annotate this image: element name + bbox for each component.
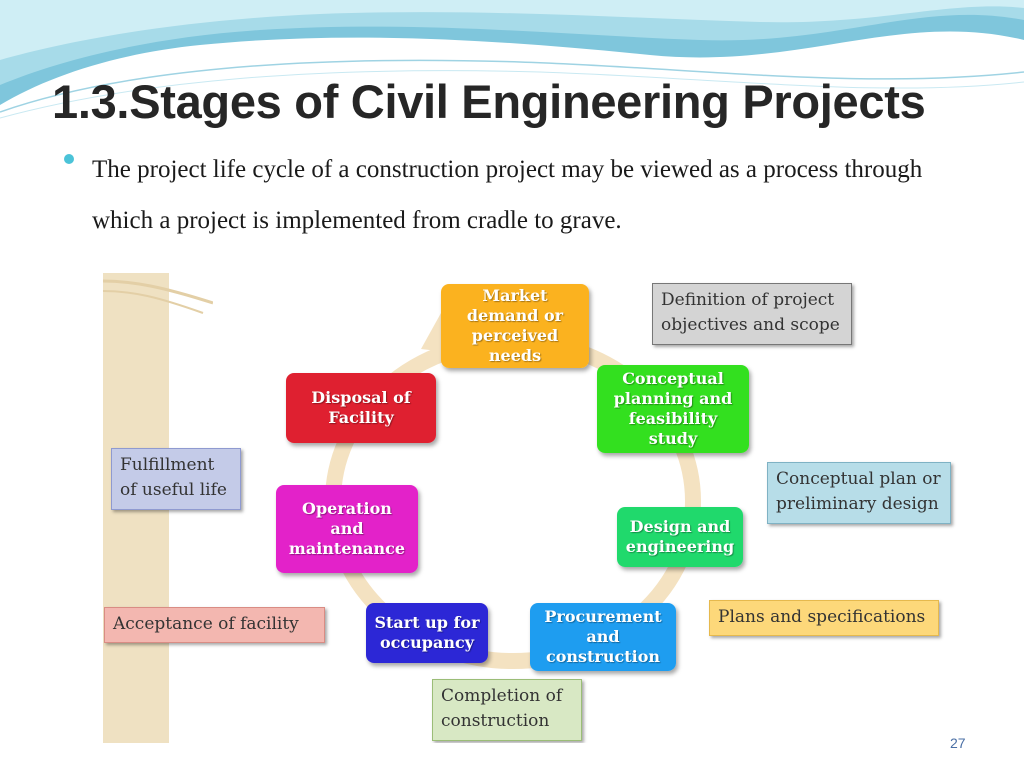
stage-operation-maintenance: Operation and maintenance [276, 485, 418, 573]
milestone-conceptual-plan: Conceptual plan or preliminary design [767, 462, 951, 524]
stage-design-engineering: Design and engineering [617, 507, 743, 567]
milestone-fulfillment-of-useful-life: Fulfillment of useful life [111, 448, 241, 510]
stage-disposal-facility: Disposal of Facility [286, 373, 436, 443]
milestone-plans-specifications: Plans and specifications [709, 600, 939, 636]
bullet-icon [64, 154, 74, 164]
header-wave-decoration [0, 0, 1024, 119]
page-number: 27 [950, 735, 966, 751]
slide-title: 1.3.Stages of Civil Engineering Projects [52, 75, 926, 128]
stage-disposal-facility-label: Disposal of Facility [311, 388, 411, 427]
strip-curve-decoration [103, 279, 213, 314]
stage-start-up-occupancy-label: Start up for occupancy [374, 613, 480, 652]
bullet-text: The project life cycle of a construction… [92, 156, 923, 234]
stage-market-demand-label: Market demand or perceived needs [466, 286, 564, 365]
milestone-acceptance-of-facility: Acceptance of facility [104, 607, 325, 643]
milestone-completion-of-construction: Completion of construction [432, 679, 582, 741]
stage-conceptual-planning: Conceptual planning and feasibility stud… [597, 365, 749, 453]
stage-start-up-occupancy: Start up for occupancy [366, 603, 488, 663]
stage-procurement-construction: Procurement and construction [530, 603, 676, 671]
stage-conceptual-planning-label: Conceptual planning and feasibility stud… [613, 369, 733, 448]
project-life-cycle-diagram: Market demand or perceived needs Concept… [103, 273, 963, 743]
stage-operation-maintenance-label: Operation and maintenance [288, 499, 406, 558]
stage-design-engineering-label: Design and engineering [625, 517, 735, 556]
stage-market-demand: Market demand or perceived needs [441, 284, 589, 368]
milestone-definition-of-objectives: Definition of project objectives and sco… [652, 283, 852, 345]
stage-procurement-construction-label: Procurement and construction [544, 607, 662, 666]
